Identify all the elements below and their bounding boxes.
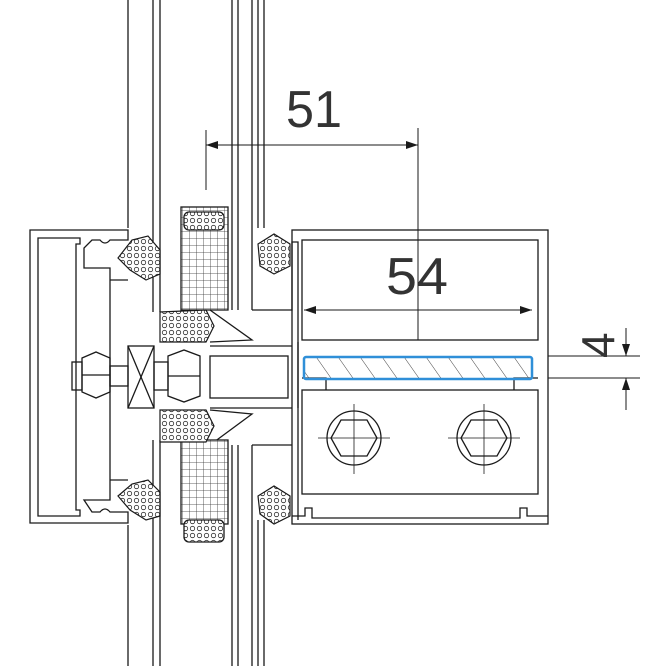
isolator-block: [127, 345, 289, 409]
pressure-plate: [29, 229, 129, 524]
mullion-bolts: [318, 404, 520, 474]
right-panel-lines: [231, 0, 265, 666]
dimension-51-label: 51: [286, 81, 342, 139]
dimension-4-label: 4: [572, 332, 624, 358]
highlighted-plate: [302, 355, 534, 381]
bolt-head: [71, 351, 129, 399]
gaskets: [117, 233, 291, 525]
dimension-54-label: 54: [386, 248, 448, 306]
dimension-4: [548, 328, 640, 410]
left-panel-lines: [127, 0, 161, 666]
dimension-51: [205, 128, 419, 340]
glass-spacers: [180, 206, 229, 543]
